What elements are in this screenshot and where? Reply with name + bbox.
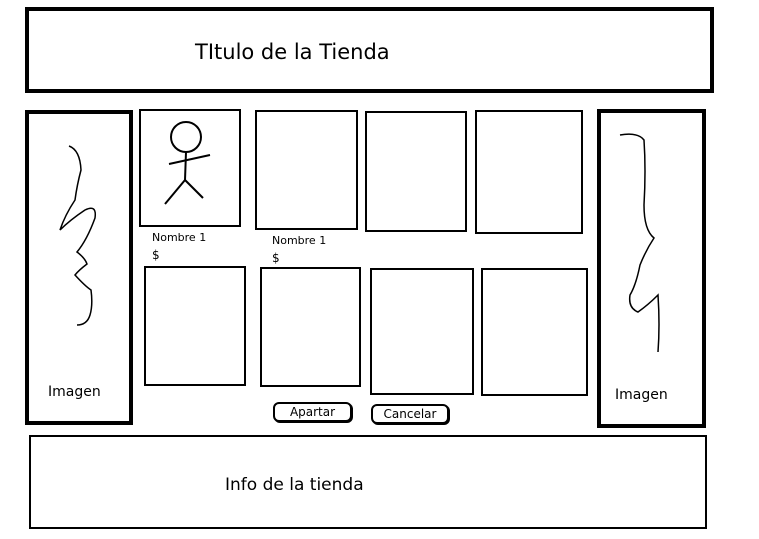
product-card-image[interactable]	[475, 110, 583, 234]
right-image-label: Imagen	[615, 387, 668, 403]
reserve-button[interactable]: Apartar	[273, 402, 352, 422]
product-card-image[interactable]	[255, 110, 358, 230]
product-card-image[interactable]	[260, 267, 361, 387]
left-image-scribble	[59, 145, 97, 326]
right-image-banner	[597, 109, 706, 428]
product-name: Nombre 1	[152, 231, 207, 244]
left-image-label: Imagen	[48, 384, 101, 400]
product-card-image[interactable]	[139, 109, 241, 227]
right-image-scribble	[619, 133, 660, 353]
product-card-image[interactable]	[365, 111, 467, 232]
left-image-banner	[25, 110, 133, 425]
product-card-image[interactable]	[481, 268, 588, 396]
store-header	[25, 7, 714, 93]
store-title: TItulo de la Tienda	[195, 40, 390, 64]
stick-figure-icon	[164, 121, 211, 205]
store-info-text: Info de la tienda	[225, 475, 364, 495]
product-card-image[interactable]	[144, 266, 246, 386]
cancel-button[interactable]: Cancelar	[371, 404, 449, 424]
product-price: $	[152, 248, 160, 262]
product-card-image[interactable]	[370, 268, 474, 395]
product-price: $	[272, 251, 280, 265]
product-name: Nombre 1	[272, 234, 327, 247]
store-info-footer	[29, 435, 707, 529]
